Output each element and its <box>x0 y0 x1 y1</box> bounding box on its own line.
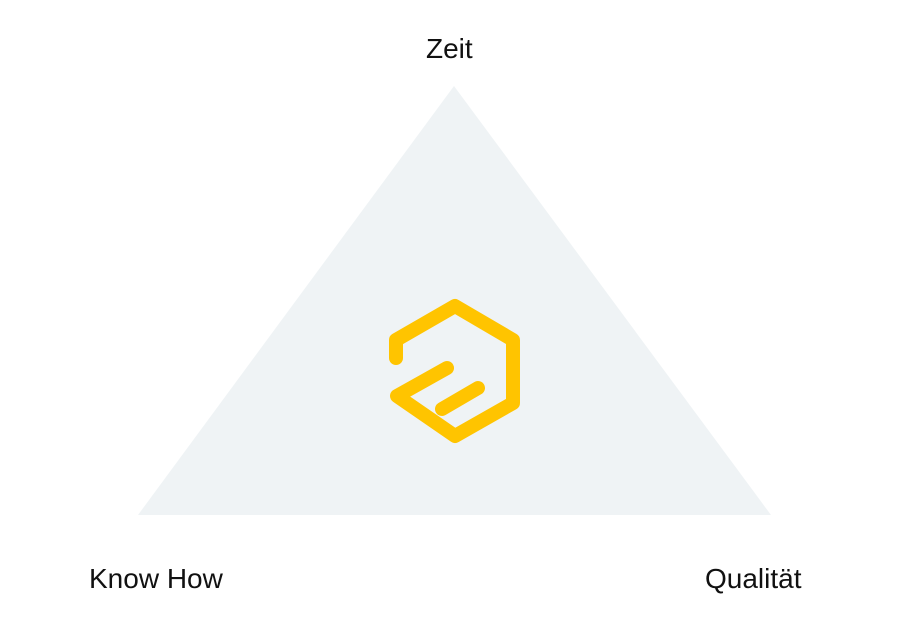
label-qualitaet: Qualität <box>705 563 802 594</box>
label-know-how: Know How <box>89 563 223 594</box>
hexagon-e-logo-icon <box>389 299 520 443</box>
label-zeit: Zeit <box>426 33 473 64</box>
